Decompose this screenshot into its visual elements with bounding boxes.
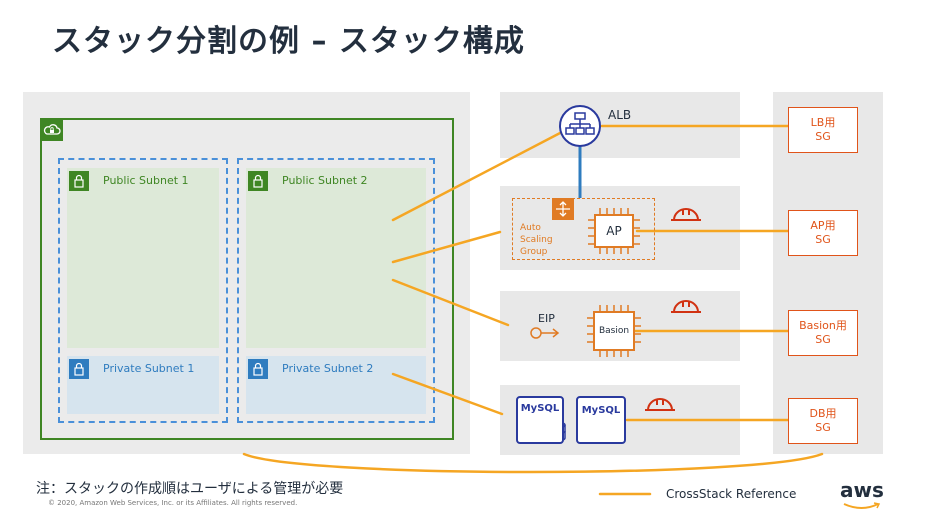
public-subnet-1: [67, 168, 219, 348]
sg-label-line: Basion用: [799, 319, 847, 332]
private-subnet-2-label: Private Subnet 2: [282, 362, 374, 375]
auto-scaling-group-label: Auto Scaling Group: [520, 222, 553, 258]
legend-label: CrossStack Reference: [666, 487, 797, 501]
private-subnet-lock-icon: [248, 359, 268, 379]
ap-chip-pins: [588, 208, 640, 254]
auto-scaling-group-boundary: [512, 198, 655, 260]
sg-label-line: DB用: [809, 407, 837, 420]
sg-label-line: SG: [815, 421, 831, 434]
public-subnet-lock-icon: [69, 171, 89, 191]
public-subnet-1-label: Public Subnet 1: [103, 174, 189, 187]
sg-label-line: LB用: [810, 116, 836, 129]
mysql-instance-2: MySQL: [576, 396, 626, 444]
private-subnet-2: [246, 356, 426, 414]
public-subnet-2-label: Public Subnet 2: [282, 174, 368, 187]
basion-chip-pins: [587, 305, 641, 357]
crossstack-ref-line: [391, 130, 564, 222]
basion-instance-chip: Basion: [593, 311, 635, 351]
aws-smile-icon: [843, 502, 881, 509]
mysql-instance-1: MySQL: [516, 396, 564, 444]
private-subnet-lock-icon: [69, 359, 89, 379]
eip-label: EIP: [538, 312, 555, 325]
eip-arrow-icon: [530, 327, 560, 339]
vpc-cloud-lock-icon: [41, 119, 63, 141]
copyright-text: © 2020, Amazon Web Services, Inc. or its…: [48, 499, 298, 507]
sg-label-line: SG: [815, 130, 831, 143]
private-subnet-1: [67, 356, 219, 414]
alb-label: ALB: [608, 108, 632, 122]
asg-label-line: Scaling: [520, 235, 553, 245]
ap-label: AP: [606, 224, 622, 238]
db-security-group: DB用 SG: [788, 398, 858, 444]
hard-hat-icon: [671, 208, 701, 221]
hard-hat-icon: [671, 300, 701, 313]
crossstack-ref-line: [391, 230, 502, 264]
auto-scaling-icon: [552, 198, 574, 220]
mysql-label: MySQL: [520, 403, 560, 414]
sg-label-line: SG: [815, 333, 831, 346]
sg-label-line: AP用: [810, 219, 836, 232]
public-subnet-2: [246, 168, 426, 348]
basion-security-group: Basion用 SG: [788, 310, 858, 356]
alb-icon: [559, 105, 601, 147]
private-subnet-1-label: Private Subnet 1: [103, 362, 195, 375]
availability-zone-1: [58, 158, 228, 423]
page-title: スタック分割の例 – スタック構成: [52, 24, 525, 59]
lb-security-group: LB用 SG: [788, 107, 858, 153]
ap-instance-chip: AP: [594, 214, 634, 248]
sg-label-line: SG: [815, 233, 831, 246]
crossstack-ref-curve: [242, 452, 824, 474]
ap-security-group: AP用 SG: [788, 210, 858, 256]
aws-logo: aws: [840, 478, 884, 509]
asg-label-line: Auto: [520, 223, 541, 233]
basion-label: Basion: [598, 326, 630, 336]
mysql-label: MySQL: [581, 405, 621, 416]
crossstack-ref-line: [391, 372, 504, 416]
public-subnet-lock-icon: [248, 171, 268, 191]
aws-logo-text: aws: [840, 478, 884, 502]
hard-hat-icon: [645, 398, 675, 411]
vpc-boundary: [40, 118, 454, 440]
availability-zone-2: [237, 158, 435, 423]
creation-order-note: 注：スタックの作成順はユーザによる管理が必要: [36, 481, 344, 497]
asg-label-line: Group: [520, 247, 548, 257]
crossstack-ref-line: [391, 278, 510, 327]
